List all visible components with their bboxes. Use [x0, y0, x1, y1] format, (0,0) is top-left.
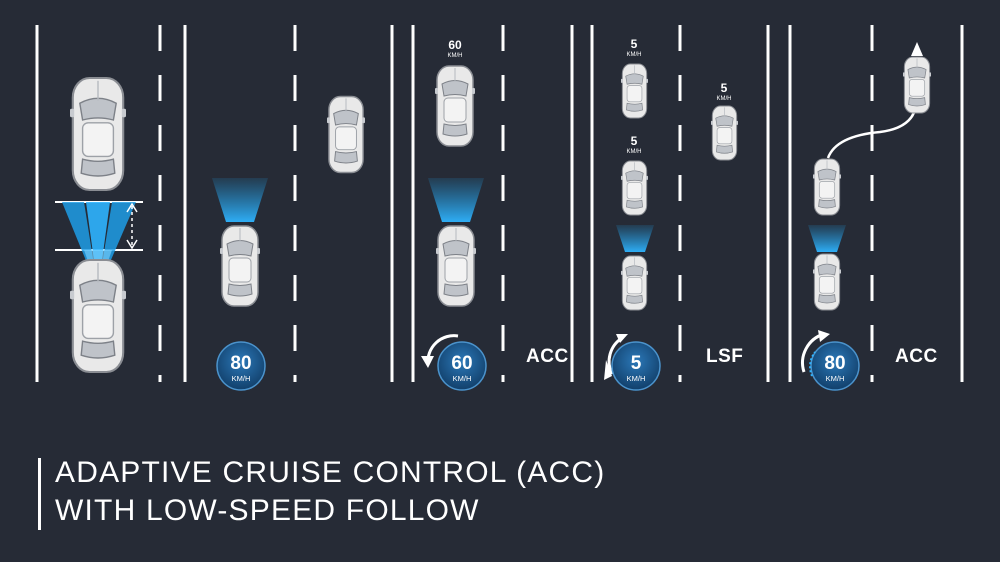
speed-value: 5	[631, 353, 642, 374]
lead-speed-unit: KM/H	[627, 52, 642, 58]
radar-beam-icon	[212, 178, 268, 222]
lead-speed-unit: KM/H	[448, 53, 463, 59]
car-icon	[70, 76, 126, 192]
speed-unit: KM/H	[232, 374, 251, 383]
speed-value: 80	[824, 353, 845, 374]
car-icon	[436, 225, 476, 307]
speed-value: 80	[230, 353, 251, 374]
panel-gap	[55, 76, 143, 374]
radar-beam-icon	[616, 225, 654, 252]
speed-badge-icon: 5 KM/H	[611, 341, 661, 391]
lead-speed-value: 5	[631, 37, 638, 51]
mode-label-lsf: LSF	[706, 346, 744, 367]
accelerate-arrow-icon	[604, 334, 628, 380]
direction-arrow-icon	[911, 42, 923, 56]
panel-lowspeed: 5 KM/H 5 KM/H 5 KM/H 5 KM/H	[604, 37, 738, 391]
lead-speed-value: 5	[721, 81, 728, 95]
speed-unit: KM/H	[627, 374, 646, 383]
title-line-2: WITH LOW-SPEED FOLLOW	[55, 494, 480, 527]
speed-unit: KM/H	[453, 374, 472, 383]
mode-label-acc: ACC	[895, 346, 938, 367]
title-accent-bar	[38, 458, 41, 530]
car-icon	[621, 160, 648, 216]
lead-speed-value: 5	[631, 134, 638, 148]
car-icon	[621, 63, 648, 119]
car-icon	[813, 253, 841, 311]
car-icon	[327, 95, 365, 174]
lead-speed-value: 60	[448, 38, 462, 52]
car-icon	[903, 56, 931, 114]
speed-badge-icon: 60 KM/H	[437, 341, 487, 391]
panel-slowdown: 60 KM/H 60 KM/H	[421, 38, 487, 391]
title-line-1: ADAPTIVE CRUISE CONTROL (ACC)	[55, 456, 606, 489]
mode-label-acc: ACC	[526, 346, 569, 367]
car-icon	[70, 258, 126, 374]
speed-badge-icon: 80 KM/H	[809, 341, 860, 391]
car-icon	[220, 225, 260, 307]
lane-markings	[35, 25, 964, 382]
distance-arrow-icon	[126, 202, 138, 250]
car-icon	[621, 255, 648, 311]
decelerate-arrow-icon	[421, 334, 459, 368]
speed-value: 60	[451, 353, 472, 374]
lead-speed-unit: KM/H	[717, 96, 732, 102]
car-icon	[435, 65, 475, 147]
panel-cruise: 80 KM/H	[212, 95, 365, 391]
speed-unit: KM/H	[826, 374, 845, 383]
lead-speed-unit: KM/H	[627, 149, 642, 155]
radar-beam-icon	[428, 178, 484, 222]
car-icon	[813, 158, 841, 216]
lane-change-path-icon	[826, 105, 918, 159]
panel-resume: 80 KM/H	[801, 42, 931, 391]
car-icon	[711, 105, 738, 161]
accelerate-arrow-icon	[801, 330, 830, 373]
radar-beam-icon	[808, 225, 846, 252]
speed-badge-icon: 80 KM/H	[216, 341, 266, 391]
